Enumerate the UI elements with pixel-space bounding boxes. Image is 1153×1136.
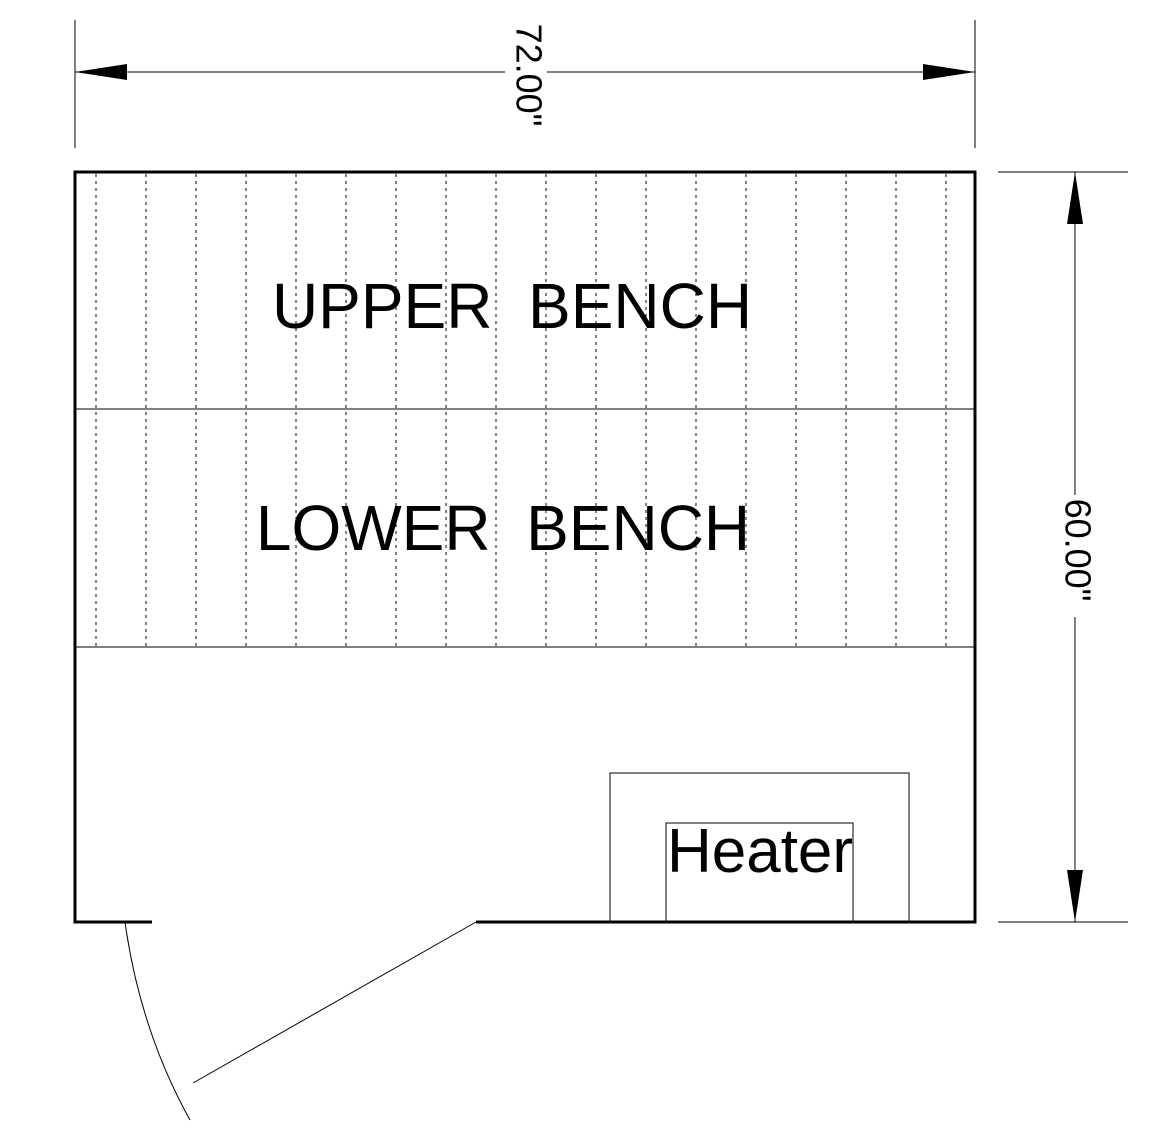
heater-inner-box	[665, 822, 854, 923]
dimension-arrow-right	[923, 64, 975, 80]
heater	[609, 772, 910, 923]
depth-dimension: 60.00"	[998, 171, 1128, 923]
door-leaf	[192, 921, 477, 1084]
width-dimension: 72.00"	[74, 20, 976, 148]
lower-bench-label: LOWER BENCH	[256, 492, 750, 564]
upper-bench-label: UPPER BENCH	[272, 270, 752, 342]
width-dimension-label: 72.00"	[508, 24, 549, 127]
dimension-arrow-bottom	[1067, 870, 1083, 922]
bench-slat-lines	[95, 174, 947, 646]
depth-dimension-label: 60.00"	[1057, 499, 1098, 602]
heater-label: Heater	[667, 817, 853, 886]
dimension-arrow-top	[1067, 172, 1083, 224]
door-swing	[124, 921, 477, 1121]
dimension-arrow-left	[75, 64, 127, 80]
door-arc	[124, 921, 191, 1121]
